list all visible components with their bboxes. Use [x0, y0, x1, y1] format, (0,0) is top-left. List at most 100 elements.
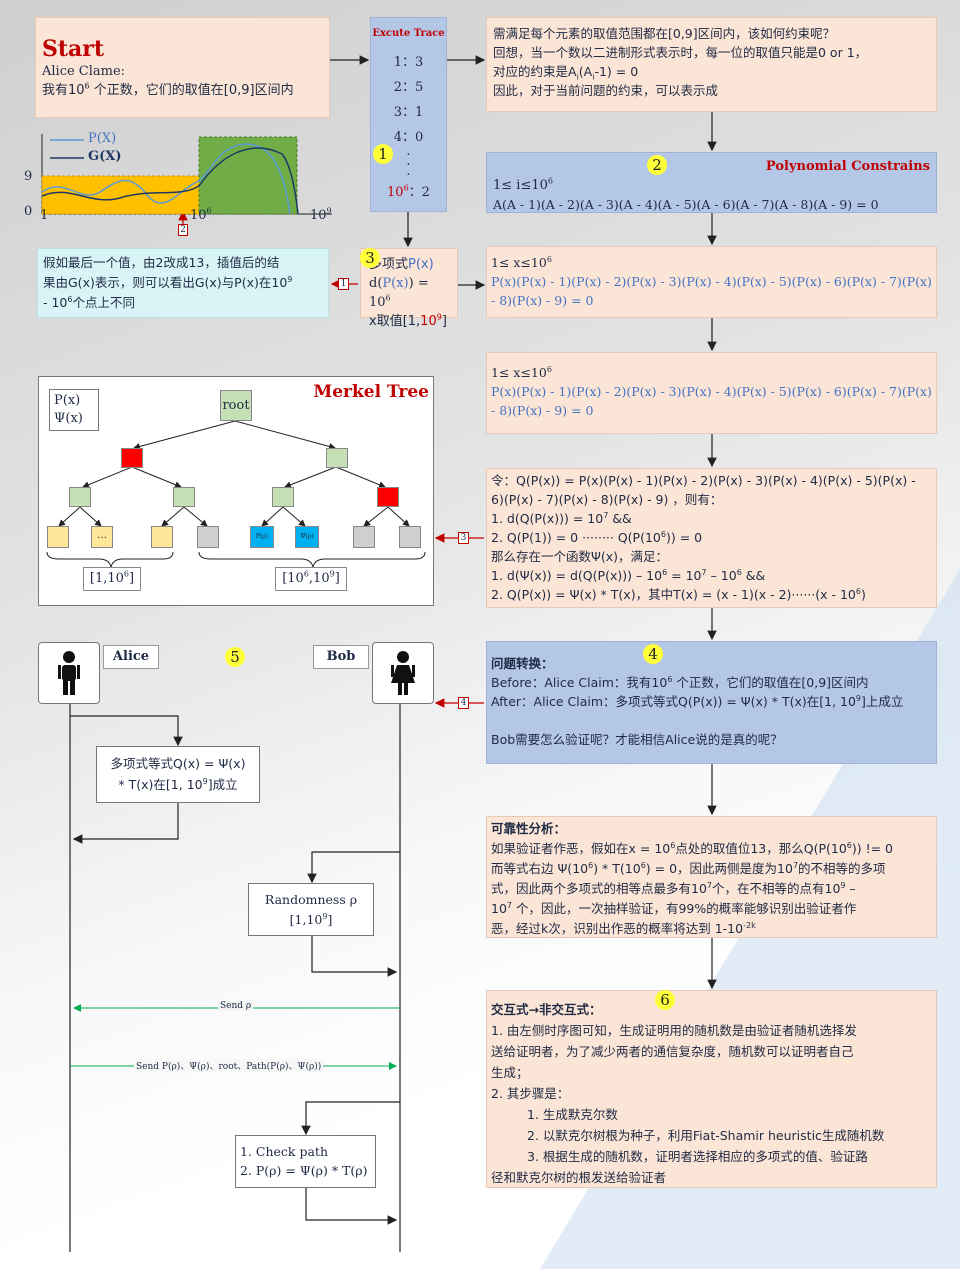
x-tick-10-9: 109 [310, 206, 332, 223]
bob-label: Bob [313, 645, 369, 669]
badge-1: 1 [373, 144, 393, 164]
start-line2: 我有106 个正数，它们的取值在[0,9]区间内 [42, 81, 294, 98]
q-line6: 1. d(Ψ(x)) = d(Q(P(x))) – 106 = 107 – 10… [491, 567, 766, 583]
px2-line2: - 8)(P(x) - 9) = 0 [491, 403, 594, 418]
merkle-range-right: [106,109] [275, 567, 347, 591]
rel-line1: 如果验证者作恶，假如在x = 106点处的取值位13，那么Q(P(106)) !… [491, 840, 894, 856]
trace-row: 2：5 [393, 80, 424, 95]
trace-title: Excute Trace [372, 28, 445, 39]
alice-label: Alice [103, 645, 159, 669]
merkle-tree-panel: P(x) Ψ(x) Merkel Tree root … P(ρ) Ψ(ρ) [… [38, 376, 434, 606]
merkle-leaf [197, 526, 219, 548]
start-box: Start Alice Clame: 我有106 个正数，它们的取值在[0,9]… [35, 17, 330, 118]
merkle-title: Merkel Tree [313, 382, 429, 402]
y-tick-0: 0 [24, 204, 33, 219]
trace-row: 1：3 [393, 55, 424, 70]
poly-formula: A(A - 1)(A - 2)(A - 3)(A - 4)(A - 5)(A -… [493, 197, 879, 212]
x-tick-1: 1 [40, 208, 49, 223]
px-constraint-box-1: 1≤ x≤106 P(x)(P(x) - 1)(P(x) - 2)(P(x) -… [486, 246, 937, 318]
poly-title: Polynomial Constrains [765, 159, 930, 174]
legend-p: P(X) [88, 131, 117, 146]
q-line4: 2. Q(P(1)) = 0 ········ Q(P(106)) = 0 [491, 529, 703, 545]
merkle-node-l2 [173, 487, 195, 507]
interactive-step1: 1. 生成默克尔数 [527, 1107, 618, 1122]
trace-row: 3：1 [393, 105, 424, 120]
reliability-analysis-box: 可靠性分析： 如果验证者作恶，假如在x = 106点处的取值位13，那么Q(P(… [486, 816, 937, 938]
interactive-line1: 1. 由左侧时序图可知，生成证明用的随机数是由验证者随机选择发 [491, 1023, 857, 1038]
randomness-box: Randomness ρ [1,109] [248, 883, 374, 936]
interactive-line2: 送给证明者，为了减少两者的通信复杂度，随机数可以证明者自己 [491, 1044, 854, 1059]
badge-4: 4 [643, 644, 663, 664]
rel-line3: 式，因此两个多项式的相等点最多有107个，在不相等的点有109 – [491, 880, 856, 896]
rel-line2: 而等式右边 Ψ(106) * T(106) = 0，因此两侧是度为107的不相等… [491, 860, 886, 876]
merkle-node-l2 [272, 487, 294, 507]
claim-box: 多项式等式Q(x) = Ψ(x) * T(x)在[1, 109]成立 [96, 746, 260, 803]
merkle-root: root [220, 390, 252, 421]
rand-line1: Randomness ρ [264, 892, 358, 907]
px-line2: d(P(x)) = 106 [369, 276, 429, 310]
transform-after: After：Alice Claim：多项式等式Q(P(x)) = Ψ(x) * … [491, 693, 904, 709]
polynomial-constraints-box: Polynomial Constrains 1≤ i≤106 A(A - 1)(… [486, 152, 937, 213]
chart-marker: 2 [178, 224, 188, 236]
merkle-leaf [47, 526, 69, 548]
q-line7: 2. Q(P(x)) = Ψ(x) * T(x)，其中T(x) = (x - 1… [491, 586, 866, 602]
trace-dots: ... [406, 144, 411, 179]
alice-avatar [38, 642, 100, 704]
poly-range: 1≤ i≤106 [493, 176, 553, 193]
px1-range: 1≤ x≤106 [491, 254, 552, 270]
execute-trace-box: Excute Trace 1：3 2：5 3：1 4：0 ... 106：2 [370, 17, 447, 212]
intro-line4: 因此，对于当前问题的约束，可以表示成 [493, 83, 719, 98]
interactive-line4: 2. 其步骤是： [491, 1086, 570, 1101]
note-line3: - 106个点上不同 [43, 294, 135, 310]
merkle-node-l2-red [377, 487, 399, 507]
rand-line2: [1,109] [289, 911, 333, 927]
check-line1: 1. Check path [240, 1144, 328, 1159]
merkle-leaf-dots: … [91, 526, 113, 548]
send-rho-label: Send ρ [218, 1001, 254, 1011]
merkle-leaf [353, 526, 375, 548]
merkle-leaf [399, 526, 421, 548]
q-polynomial-box: 令：Q(P(x)) = P(x)(P(x) - 1)(P(x) - 2)(P(x… [486, 468, 937, 608]
q-line5: 那么存在一个函数Ψ(x)，满足： [491, 549, 668, 564]
claim-line2: * T(x)在[1, 109]成立 [118, 776, 238, 792]
px-constraint-box-2: 1≤ x≤106 P(x)(P(x) - 1)(P(x) - 2)(P(x) -… [486, 352, 937, 434]
check-box: 1. Check path 2. P(ρ) = Ψ(ρ) * T(ρ) [235, 1135, 376, 1188]
merkle-node-l2 [69, 487, 91, 507]
merkle-node-l1-red [121, 448, 143, 468]
interactive-title: 交互式→非交互式： [491, 1002, 602, 1017]
start-title: Start [42, 36, 105, 62]
transform-before: Before：Alice Claim：我有106 个正数，它们的取值在[0,9]… [491, 674, 869, 690]
interactive-step2: 2. 以默克尔树根为种子，利用Fiat-Shamir heuristic生成随机… [527, 1128, 885, 1143]
intro-line1: 需满足每个元素的取值范围都在[0,9]区间内，该如何约束呢？ [493, 26, 836, 41]
merkle-leaf [151, 526, 173, 548]
arrow-label-4: 4 [458, 697, 469, 709]
y-tick-9: 9 [24, 169, 33, 184]
px1-line1: P(x)(P(x) - 1)(P(x) - 2)(P(x) - 3)(P(x) … [491, 274, 932, 289]
rel-line4: 107 个，因此，一次抽样验证，有99%的概率能够识别出验证者作 [491, 900, 857, 916]
px-line1: 多项式P(x) [369, 257, 434, 272]
interactive-line3: 生成； [491, 1065, 529, 1080]
merkle-range-left: [1,106] [83, 567, 141, 591]
interactive-box: 交互式→非交互式： 1. 由左侧时序图可知，生成证明用的随机数是由验证者随机选择… [486, 990, 937, 1188]
constraint-intro-box: 需满足每个元素的取值范围都在[0,9]区间内，该如何约束呢？ 回想，当一个数以二… [486, 17, 937, 112]
trace-last-row: 106：2 [387, 183, 430, 200]
claim-line1: 多项式等式Q(x) = Ψ(x) [110, 756, 246, 771]
transform-question: Bob需要怎么验证呢？才能相信Alice说的是真的呢？ [491, 732, 783, 747]
rel-line5: 恶，经过k次，识别出作恶的概率将达到 1-10-2k [491, 920, 756, 936]
send-values-label: Send P(ρ)、Ψ(ρ)、root、Path(P(ρ)、Ψ(ρ)) [134, 1059, 324, 1072]
q-line2: 6)(P(x) - 7)(P(x) - 8)(P(x) - 9) ，则有： [491, 492, 723, 507]
interactive-step4: 径和默克尔树的根发送给验证者 [491, 1170, 667, 1185]
note-line2: 果由G(x)表示，则可以看出G(x)与P(x)在109 [43, 274, 293, 290]
problem-transform-box: 问题转换： Before：Alice Claim：我有106 个正数，它们的取值… [486, 641, 937, 764]
px2-line1: P(x)(P(x) - 1)(P(x) - 2)(P(x) - 3)(P(x) … [491, 384, 932, 399]
note-line1: 假如最后一个值，由2改成13，插值后的结 [43, 255, 280, 270]
merkle-leaf-psi-rho: Ψ(ρ) [295, 526, 319, 548]
legend-px: P(x) [54, 393, 81, 408]
arrow-label-3: 3 [458, 532, 469, 544]
x-tick-10-6: 106 [190, 206, 212, 223]
interpolation-chart: P(X) G(X) 9 0 1 106 109 2 [20, 126, 340, 236]
badge-3: 3 [360, 248, 380, 268]
reliability-title: 可靠性分析： [491, 821, 567, 836]
merkle-node-l1-green [326, 448, 348, 468]
q-line1: 令：Q(P(x)) = P(x)(P(x) - 1)(P(x) - 2)(P(x… [491, 473, 916, 488]
